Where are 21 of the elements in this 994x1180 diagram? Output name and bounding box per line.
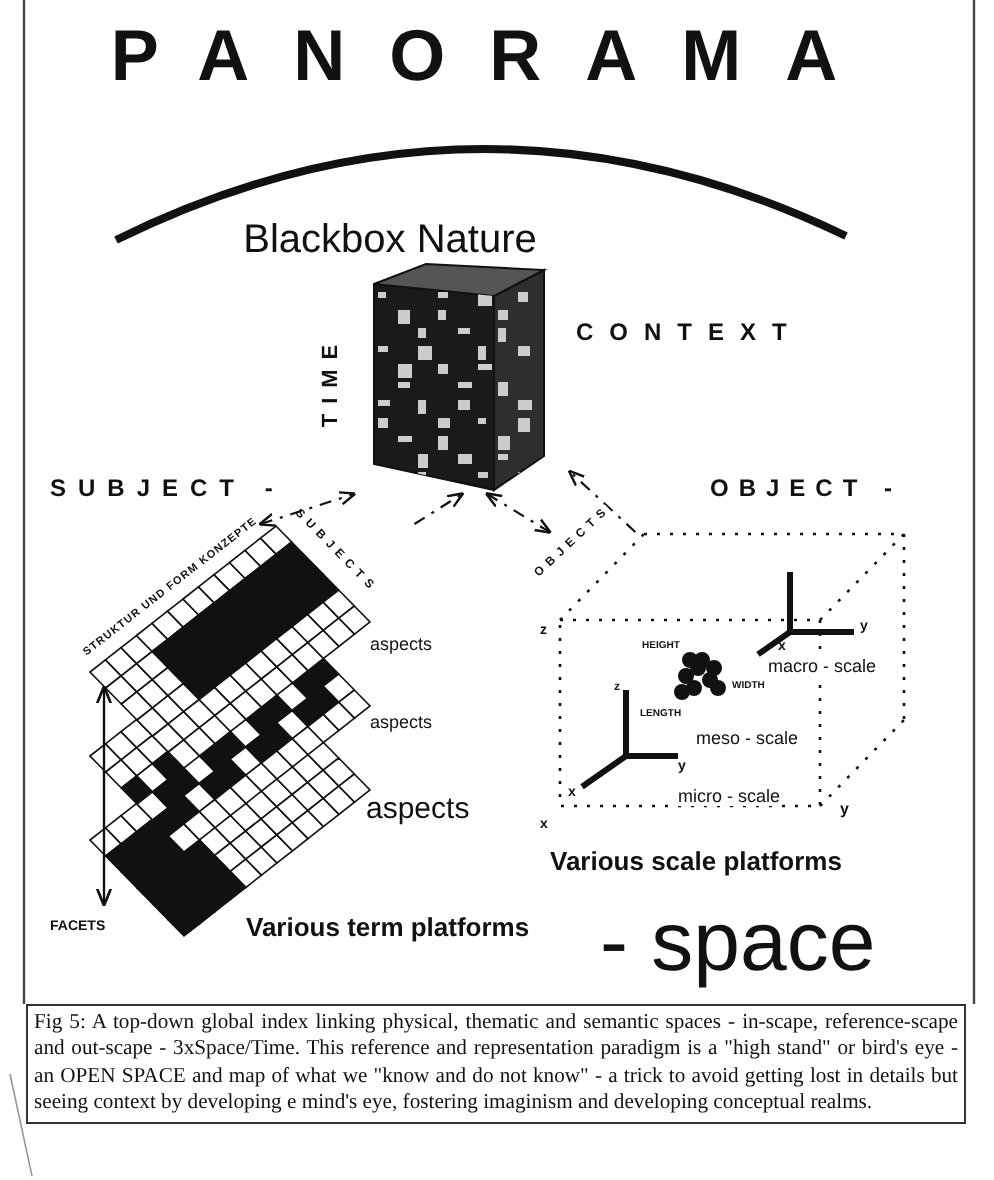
axis-label: CONTEXT xyxy=(576,320,803,344)
node-heading: Blackbox Nature xyxy=(241,220,539,260)
title: PANORAMA xyxy=(110,20,882,92)
dashed-arrow xyxy=(258,491,357,527)
vertical-axis-label: TIME xyxy=(321,334,343,428)
scale-label: meso - scale xyxy=(694,730,801,748)
platform-label: aspects xyxy=(366,794,470,824)
axis-letter: y xyxy=(840,802,849,818)
space-label: - space xyxy=(600,900,876,984)
axis-label: OBJECT - xyxy=(710,476,903,500)
dashed-arrow xyxy=(413,491,465,525)
platform-label: aspects xyxy=(370,636,433,654)
dashed-arrow xyxy=(484,491,553,535)
scale-label: macro - scale xyxy=(766,658,879,676)
dashed-arrow xyxy=(567,469,637,533)
platform-label: aspects xyxy=(370,714,433,732)
axis-label: SUBJECT - xyxy=(50,476,285,500)
scale-label: micro - scale xyxy=(676,788,783,806)
caption: Fig 5: A top-down global index linking physical, thematic and semantic spaces - in-scape, reference-scape and out-scape - 3xSpace/Time. This reference and representation paradigm is a "high stand" or bird's eye - an OPEN SPACE and map of what we "know and do not know" - a trick to avoid getting lost in details but seeing context by developing e mind's eye, fostering imaginism and developing conceptual realms. xyxy=(26,1004,966,1124)
platform-heading: Various scale platforms xyxy=(550,848,844,874)
platform-heading: Various term platforms xyxy=(246,914,532,940)
